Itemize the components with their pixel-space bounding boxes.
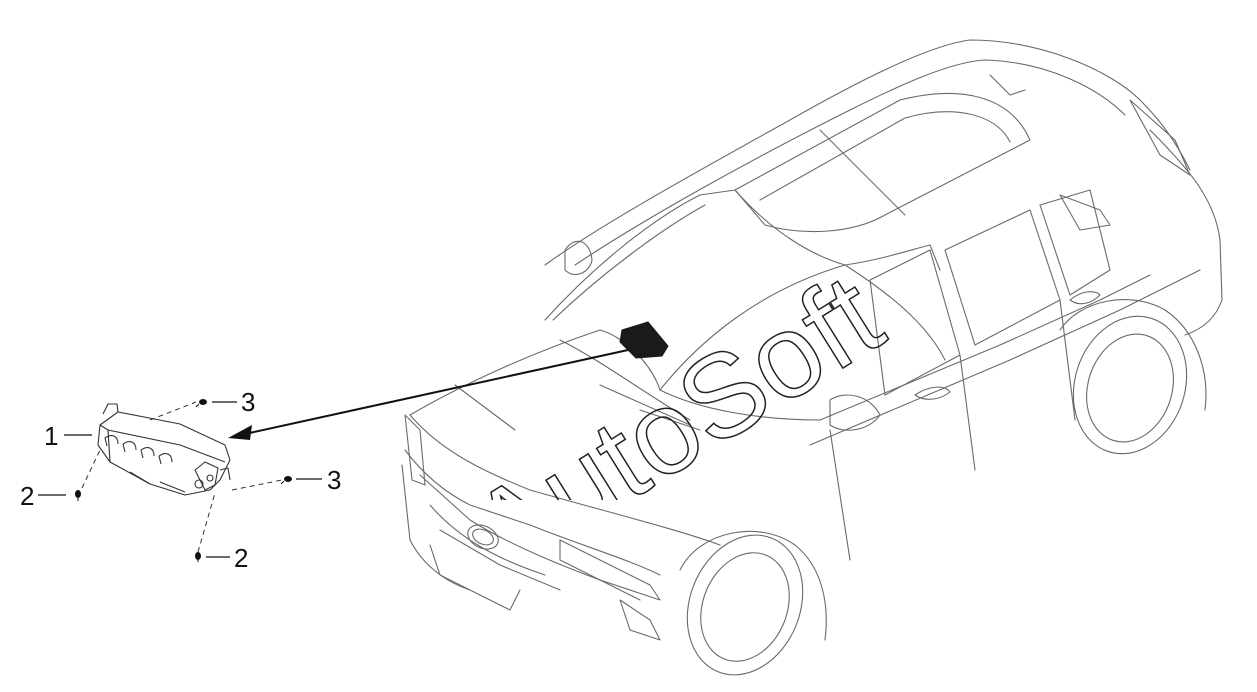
bolt-icon — [75, 399, 292, 562]
airbag-location-marker — [619, 321, 669, 359]
callout-label-3-top: 3 — [241, 387, 256, 417]
airbag-module-part-1 — [97, 403, 231, 496]
vehicle-outline — [401, 39, 1223, 676]
callout-label-1: 1 — [44, 421, 59, 451]
callout-leaders — [38, 401, 322, 558]
assembly-guide-lines — [81, 401, 283, 553]
callout-label-3-middle: 3 — [327, 465, 342, 495]
leader-arrow — [228, 349, 629, 440]
callout-label-2-left: 2 — [20, 481, 35, 511]
callout-label-2-bottom: 2 — [234, 543, 249, 573]
